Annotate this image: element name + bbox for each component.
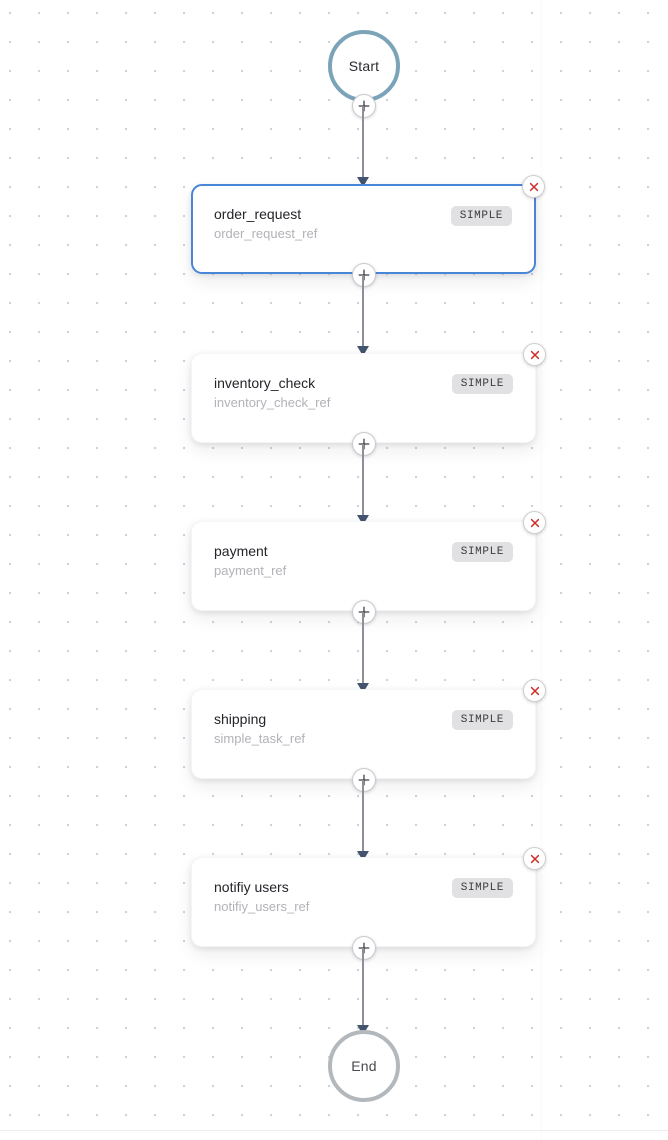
task-node-ref: payment_ref xyxy=(214,563,287,578)
close-icon xyxy=(529,517,541,529)
plus-icon xyxy=(358,774,370,786)
task-node-inventory-check[interactable]: inventory_check inventory_check_ref SIMP… xyxy=(191,343,546,443)
end-node[interactable]: End xyxy=(328,1030,400,1102)
canvas-right-seam xyxy=(541,0,542,1140)
task-node-ref: simple_task_ref xyxy=(214,731,306,746)
close-icon xyxy=(529,349,541,361)
add-node-button-after-notifiy-users[interactable] xyxy=(352,936,376,960)
task-node-title: order_request xyxy=(214,206,302,222)
edge-inventory-check-to-payment xyxy=(357,444,369,525)
plus-icon xyxy=(358,606,370,618)
edge-shipping-to-notifiy-users xyxy=(357,780,369,861)
add-node-button-after-start[interactable] xyxy=(352,94,376,118)
plus-icon xyxy=(358,438,370,450)
task-node-payment[interactable]: payment payment_ref SIMPLE xyxy=(191,511,546,611)
arrowhead-icon xyxy=(357,851,369,861)
arrowhead-icon xyxy=(357,683,369,693)
arrowhead-icon xyxy=(357,177,369,187)
start-node[interactable]: Start xyxy=(328,30,400,102)
edge-notifiy-users-to-end xyxy=(357,948,369,1035)
task-node-type-badge: SIMPLE xyxy=(451,542,513,562)
task-node-type-badge: SIMPLE xyxy=(451,710,513,730)
close-icon xyxy=(528,181,540,193)
task-node-order-request[interactable]: order_request order_request_ref SIMPLE xyxy=(191,175,545,274)
task-node-type-badge: SIMPLE xyxy=(451,374,513,394)
add-node-button-after-payment[interactable] xyxy=(352,600,376,624)
arrowhead-icon xyxy=(357,346,369,356)
edge-order-request-to-inventory-check xyxy=(357,275,369,356)
arrowhead-icon xyxy=(357,515,369,525)
task-node-ref: inventory_check_ref xyxy=(214,395,331,410)
plus-icon xyxy=(358,942,370,954)
canvas-bottom-divider xyxy=(0,1130,668,1131)
close-icon xyxy=(529,685,541,697)
edge-payment-to-shipping xyxy=(357,612,369,693)
delete-node-button[interactable] xyxy=(523,511,546,534)
plus-icon xyxy=(358,100,370,112)
delete-node-button[interactable] xyxy=(523,343,546,366)
task-node-title: shipping xyxy=(214,711,267,727)
close-icon xyxy=(529,853,541,865)
task-node-title: inventory_check xyxy=(214,375,316,391)
plus-icon xyxy=(358,269,370,281)
task-node-title: payment xyxy=(214,543,268,559)
delete-node-button[interactable] xyxy=(523,847,546,870)
task-node-notifiy-users[interactable]: notifiy users notifiy_users_ref SIMPLE xyxy=(191,847,546,947)
end-node-label: End xyxy=(351,1058,377,1074)
delete-node-button[interactable] xyxy=(522,175,545,198)
task-node-title: notifiy users xyxy=(214,879,289,895)
add-node-button-after-inventory-check[interactable] xyxy=(352,432,376,456)
start-node-label: Start xyxy=(348,58,380,74)
task-node-type-badge: SIMPLE xyxy=(451,878,513,898)
task-node-shipping[interactable]: shipping simple_task_ref SIMPLE xyxy=(191,679,546,779)
edge-start-to-order-request xyxy=(357,106,369,187)
task-node-ref: notifiy_users_ref xyxy=(214,899,310,914)
delete-node-button[interactable] xyxy=(523,679,546,702)
task-node-ref: order_request_ref xyxy=(214,226,318,241)
add-node-button-after-shipping[interactable] xyxy=(352,768,376,792)
add-node-button-after-order-request[interactable] xyxy=(352,263,376,287)
task-node-type-badge: SIMPLE xyxy=(450,206,512,226)
